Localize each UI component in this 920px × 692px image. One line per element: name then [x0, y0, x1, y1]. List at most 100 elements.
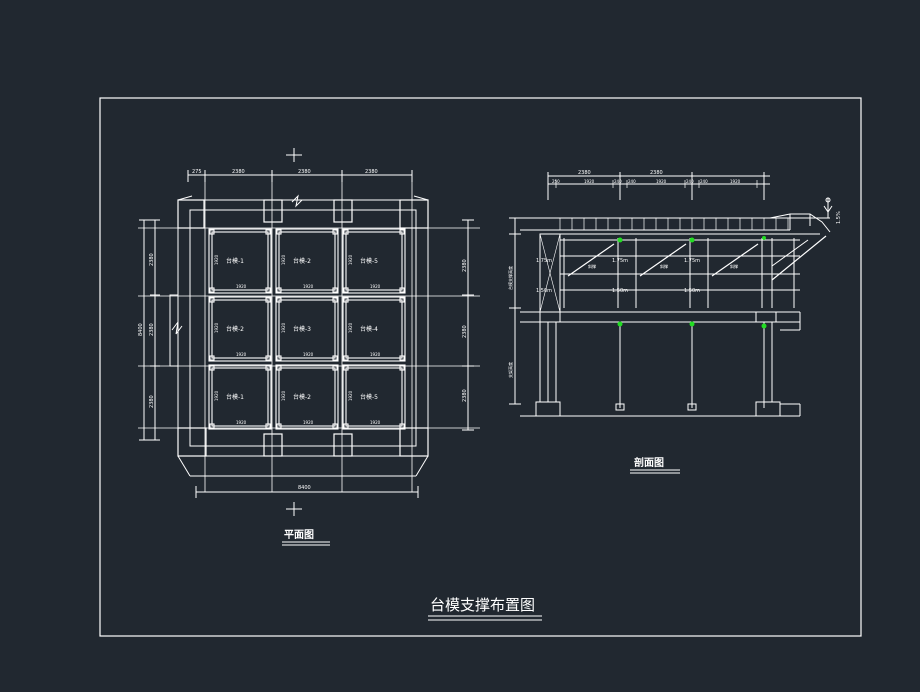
plan-post — [343, 355, 349, 361]
section-side-1: 台模支撑高度 — [507, 266, 513, 290]
plan-view — [138, 148, 480, 516]
plan-panel-height: 1920 — [348, 322, 353, 333]
plan-post — [276, 229, 282, 235]
plan-post — [343, 297, 349, 303]
plan-panel — [278, 231, 336, 291]
plan-panel-name: 台模-3 — [293, 325, 311, 333]
plan-dim-right-3: 2380 — [462, 389, 468, 402]
plan-label-group: 平面图 — [282, 529, 330, 546]
plan-post — [265, 423, 271, 429]
plan-post — [265, 287, 271, 293]
section-dim-top-2: 2380 — [650, 170, 663, 176]
plan-panel-labels: 台模-1 1920 1920 台模-2 1920 1920 台模-5 1920 1920 台模-2… — [214, 254, 381, 425]
plan-panel-width: 1920 — [370, 284, 381, 289]
plan-post — [343, 229, 349, 235]
section-level-6: 1.50m — [684, 288, 700, 294]
plan-label: 平面图 — [284, 529, 314, 541]
plan-panel-height: 1920 — [281, 254, 286, 265]
plan-post — [265, 365, 271, 371]
plan-post — [399, 297, 405, 303]
plan-dim-left-3: 2380 — [149, 395, 155, 408]
plan-panel — [278, 367, 336, 427]
section-level-3: 1.75m — [612, 258, 628, 264]
plan-dim-top-1: 275 — [192, 169, 202, 175]
plan-post — [399, 229, 405, 235]
plan-post — [399, 423, 405, 429]
plan-post — [276, 355, 282, 361]
plan-panel-frame — [275, 364, 339, 430]
plan-panel-name: 台模-2 — [293, 257, 311, 265]
plan-panel-name: 台模-4 — [360, 325, 378, 333]
plan-panel-height: 1920 — [281, 322, 286, 333]
section-dim-small-1: 250 — [552, 179, 560, 184]
plan-panel-name: 台模-5 — [360, 257, 378, 265]
section-level-4: 1.50m — [612, 288, 628, 294]
plan-panel-height: 1920 — [348, 390, 353, 401]
plan-panel-height: 1920 — [214, 390, 219, 401]
section-brace-3: 斜撑 — [730, 263, 738, 269]
plan-post — [343, 365, 349, 371]
plan-dim-top-4: 2380 — [365, 169, 378, 175]
plan-panel-width: 1920 — [303, 420, 314, 425]
plan-panel-frame — [342, 296, 406, 362]
plan-panel — [211, 231, 269, 291]
plan-post — [209, 287, 215, 293]
plan-post — [332, 287, 338, 293]
plan-post — [209, 423, 215, 429]
section-level-5: 1.75m — [684, 258, 700, 264]
plan-panel-width: 1920 — [236, 284, 247, 289]
plan-labels: 275 2380 2380 2380 8400 8400 2380 2380 2… — [138, 169, 468, 491]
plan-dim-right-1: 2380 — [462, 259, 468, 272]
plan-panel-name: 台模-2 — [226, 325, 244, 333]
plan-panel-height: 1920 — [214, 322, 219, 333]
plan-panel-frame — [208, 296, 272, 362]
plan-dim-left-total: 8400 — [138, 323, 144, 336]
title-group: 台模支撑布置图 — [428, 596, 542, 621]
plan-post — [332, 423, 338, 429]
plan-post — [209, 355, 215, 361]
plan-panel-height: 1920 — [281, 390, 286, 401]
plan-post — [265, 297, 271, 303]
plan-panel — [345, 299, 403, 359]
plan-post — [399, 287, 405, 293]
section-dim-small-5: 1920 — [656, 179, 667, 184]
plan-panel — [345, 367, 403, 427]
section-level-2: 1.50m — [536, 288, 552, 294]
plan-panel-width: 1920 — [370, 352, 381, 357]
section-view — [509, 172, 833, 417]
plan-dim-right-2: 2380 — [462, 325, 468, 338]
drawing-title: 台模支撑布置图 — [430, 596, 535, 614]
section-dim-small-3: 240 — [614, 179, 622, 184]
plan-dim-bottom: 8400 — [298, 485, 311, 491]
plan-dim-top-3: 2380 — [298, 169, 311, 175]
plan-panel-frame — [208, 364, 272, 430]
section-labels: 2380 2380 250 1920 240 240 1920 240 240 … — [507, 170, 842, 378]
plan-panel — [211, 367, 269, 427]
plan-post — [343, 287, 349, 293]
plan-post — [332, 229, 338, 235]
section-dim-small-4: 240 — [628, 179, 636, 184]
support-markers — [617, 236, 767, 329]
section-dim-small-6: 240 — [686, 179, 694, 184]
plan-post — [343, 423, 349, 429]
plan-dim-top-2: 2380 — [232, 169, 245, 175]
section-level-1: 1.75m — [536, 258, 552, 264]
plan-post — [209, 297, 215, 303]
section-slope: 1.5% — [836, 211, 842, 224]
plan-post — [399, 355, 405, 361]
section-label-group: 剖面图 — [630, 456, 680, 474]
plan-post — [276, 287, 282, 293]
plan-panel-frame — [342, 364, 406, 430]
plan-panel — [278, 299, 336, 359]
section-brace-1: 斜撑 — [588, 263, 596, 269]
plan-panel-name: 台模-1 — [226, 257, 244, 265]
plan-post — [332, 355, 338, 361]
section-dim-small-2: 1920 — [584, 179, 595, 184]
plan-post — [399, 365, 405, 371]
plan-panel-name: 台模-1 — [226, 393, 244, 401]
plan-panel-height: 1920 — [214, 254, 219, 265]
plan-post — [265, 229, 271, 235]
plan-panel-width: 1920 — [303, 352, 314, 357]
